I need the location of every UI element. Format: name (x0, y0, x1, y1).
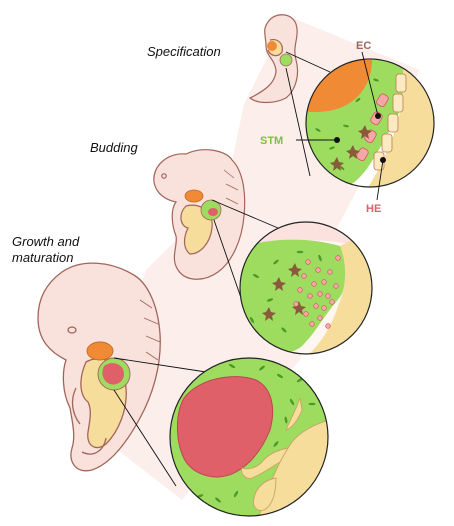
stage-label-budding: Budding (90, 140, 138, 156)
label-stm: STM (260, 133, 283, 149)
detail-circle-growth (170, 358, 330, 518)
stage-label-specification: Specification (147, 44, 221, 60)
label-he: HE (366, 201, 381, 217)
label-ec: EC (356, 38, 371, 54)
stage-label-growth: Growth and maturation (12, 234, 79, 266)
